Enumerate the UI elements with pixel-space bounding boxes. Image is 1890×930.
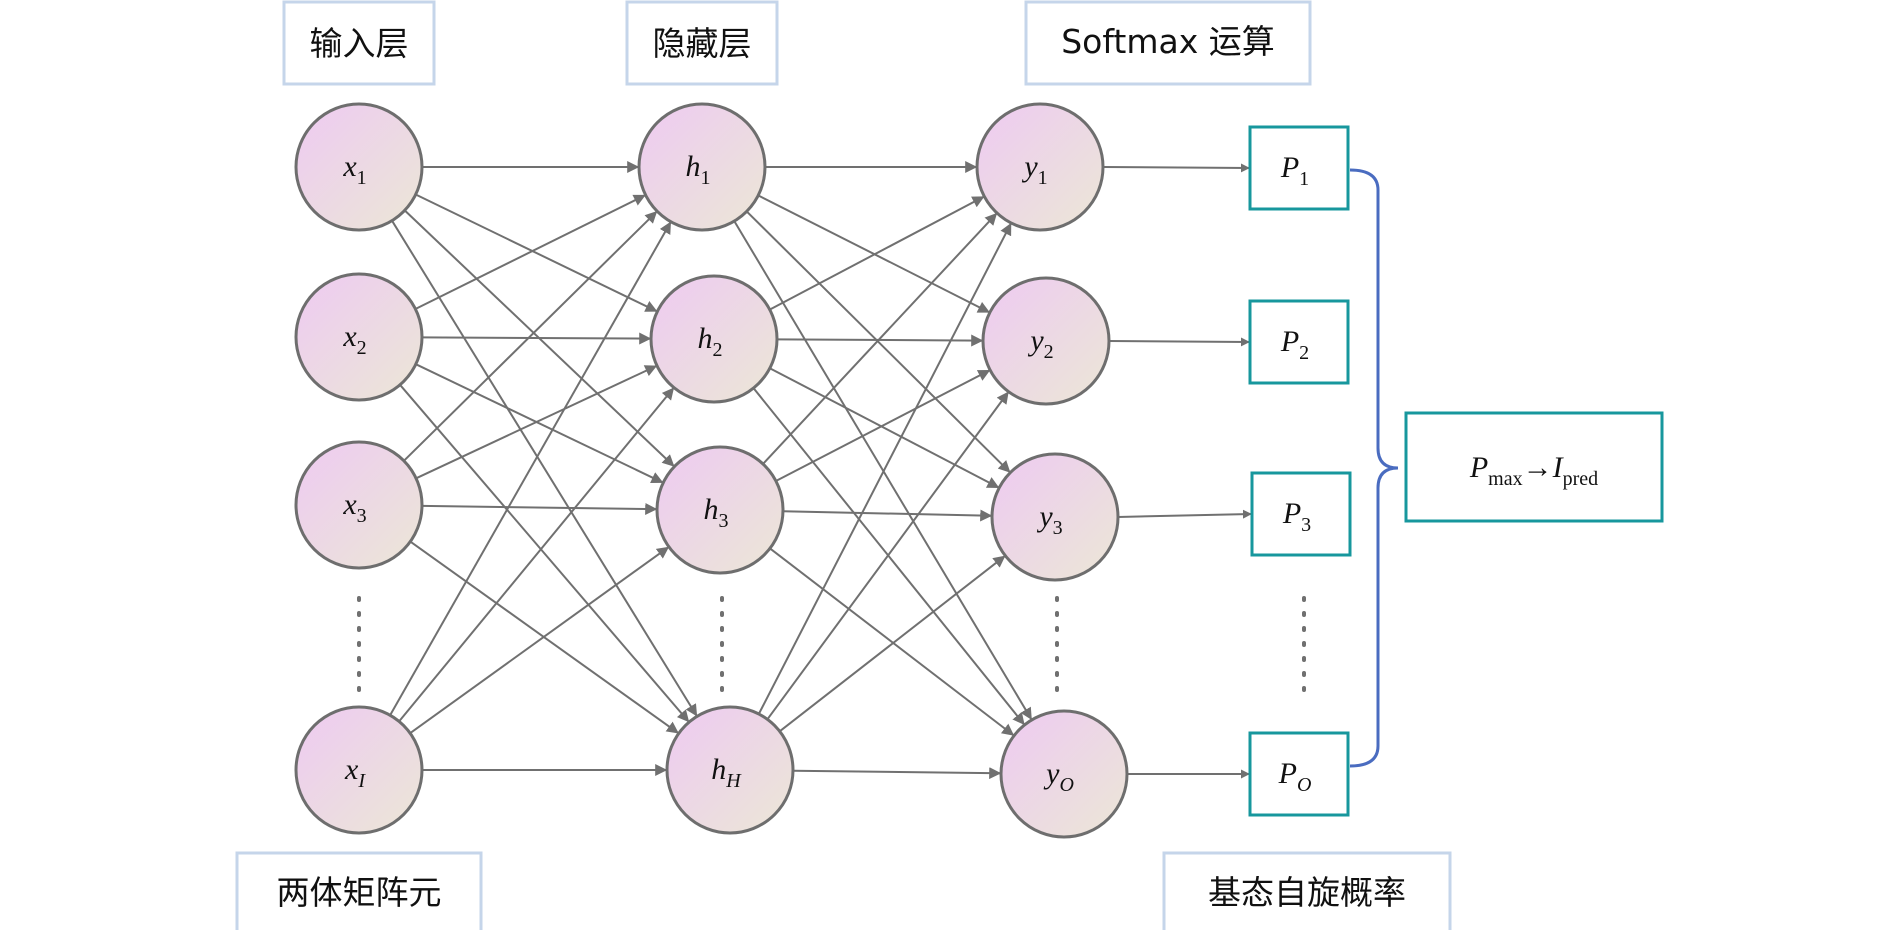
hidden-node-circle <box>637 102 767 232</box>
input-node-circle <box>294 705 424 835</box>
probability-label: P1 <box>1280 151 1309 190</box>
output-node-4: yO <box>999 709 1129 839</box>
probability-label: P2 <box>1280 325 1309 364</box>
input-hidden-connection-3-2 <box>415 365 658 480</box>
result-label: Pmax→Ipred <box>1469 451 1598 490</box>
hidden-node-label: h3 <box>704 493 729 532</box>
hidden-layer-title: 隐藏层 <box>653 24 752 63</box>
input-node-label: x2 <box>342 320 366 359</box>
output-layer-nodes: y1 y2 y3 yO <box>975 102 1129 839</box>
input-hidden-connection-2-3 <box>415 363 664 484</box>
probability-box-4: PO <box>1248 731 1350 817</box>
input-hidden-connection-2-4 <box>399 384 690 723</box>
hidden-output-connection-4-3 <box>779 555 1006 733</box>
hidden-output-connection-3-4 <box>769 547 1015 736</box>
hidden-output-connection-3-3 <box>782 509 993 522</box>
output-node-circle <box>999 709 1129 839</box>
probability-label: P3 <box>1282 497 1311 536</box>
probability-box-3: P3 <box>1250 471 1352 557</box>
output-description-box: 基态自旋概率 <box>1162 851 1452 930</box>
hidden-layer-nodes: h1 h2 h3 hH <box>637 102 795 835</box>
output-node-circle <box>981 276 1111 406</box>
hidden-node-2: h2 <box>649 274 779 404</box>
hidden-output-connection-1-4 <box>733 220 1033 721</box>
input-node-circle <box>294 272 424 402</box>
probability-box-2: P2 <box>1248 299 1350 385</box>
output-prob-arrow-1 <box>1102 163 1250 173</box>
input-hidden-connection-1-4 <box>391 220 698 717</box>
hidden-node-3: h3 <box>655 445 785 575</box>
hidden-output-connection-2-1 <box>769 196 985 311</box>
hidden-output-connection-4-2 <box>766 391 1009 720</box>
input-node-4: xI <box>294 705 424 835</box>
hidden-output-connection-4-4 <box>792 767 1002 780</box>
output-node-circle <box>975 102 1105 232</box>
hidden-output-connection-3-1 <box>762 212 998 465</box>
input-node-label: x3 <box>342 488 366 527</box>
softmax-header: Softmax 运算 <box>1024 0 1312 86</box>
input-hidden-connection-2-1 <box>414 194 646 310</box>
output-description: 基态自旋概率 <box>1208 873 1406 912</box>
output-node-3: y3 <box>990 452 1120 582</box>
hidden-node-1: h1 <box>637 102 767 232</box>
input-hidden-connection-1-2 <box>415 193 658 312</box>
input-node-1: x1 <box>294 102 424 232</box>
hidden-node-circle <box>649 274 779 404</box>
output-node-label: yO <box>1043 757 1074 796</box>
hidden-node-label: hH <box>711 753 742 792</box>
hidden-output-connection-3-2 <box>775 369 991 482</box>
output-prob-arrow-3 <box>1117 509 1252 519</box>
output-prob-arrow-2 <box>1108 337 1250 347</box>
hidden-node-label: h2 <box>698 322 723 361</box>
input-layer-header: 输入层 <box>282 0 436 86</box>
hidden-node-circle <box>665 705 795 835</box>
input-hidden-connection-2-2 <box>421 332 652 345</box>
softmax-title: Softmax 运算 <box>1061 22 1275 61</box>
connections <box>389 161 1252 780</box>
input-description: 两体矩阵元 <box>277 873 442 912</box>
grouping-brace <box>1349 168 1399 768</box>
input-layer-title: 输入层 <box>310 24 409 63</box>
input-layer-nodes: x1 x2 x3 xI <box>294 102 424 835</box>
hidden-node-circle <box>655 445 785 575</box>
output-node-1: y1 <box>975 102 1105 232</box>
hidden-output-connection-2-3 <box>769 367 1000 489</box>
output-node-2: y2 <box>981 276 1111 406</box>
input-node-circle <box>294 102 424 232</box>
input-hidden-connection-4-1 <box>389 221 672 716</box>
input-hidden-connection-3-1 <box>403 211 658 462</box>
hidden-output-connection-4-1 <box>757 222 1012 715</box>
output-node-label: y3 <box>1036 500 1062 539</box>
input-description-box: 两体矩阵元 <box>235 851 483 930</box>
input-node-2: x2 <box>294 272 424 402</box>
input-hidden-connection-4-3 <box>409 546 670 735</box>
input-hidden-connection-3-3 <box>421 502 658 515</box>
probability-box-1: P1 <box>1248 125 1350 211</box>
hidden-node-label: h1 <box>686 150 711 189</box>
probability-label: PO <box>1278 757 1312 796</box>
output-node-label: y1 <box>1021 150 1047 189</box>
input-node-3: x3 <box>294 440 424 570</box>
output-node-label: y2 <box>1027 324 1053 363</box>
hidden-layer-header: 隐藏层 <box>625 0 779 86</box>
output-node-circle <box>990 452 1120 582</box>
input-hidden-connection-4-2 <box>398 387 675 723</box>
input-node-label: x1 <box>342 150 366 189</box>
input-node-circle <box>294 440 424 570</box>
result-box: Pmax→Ipred <box>1404 411 1664 523</box>
hidden-node-4: hH <box>665 705 795 835</box>
input-node-label: xI <box>344 753 366 792</box>
